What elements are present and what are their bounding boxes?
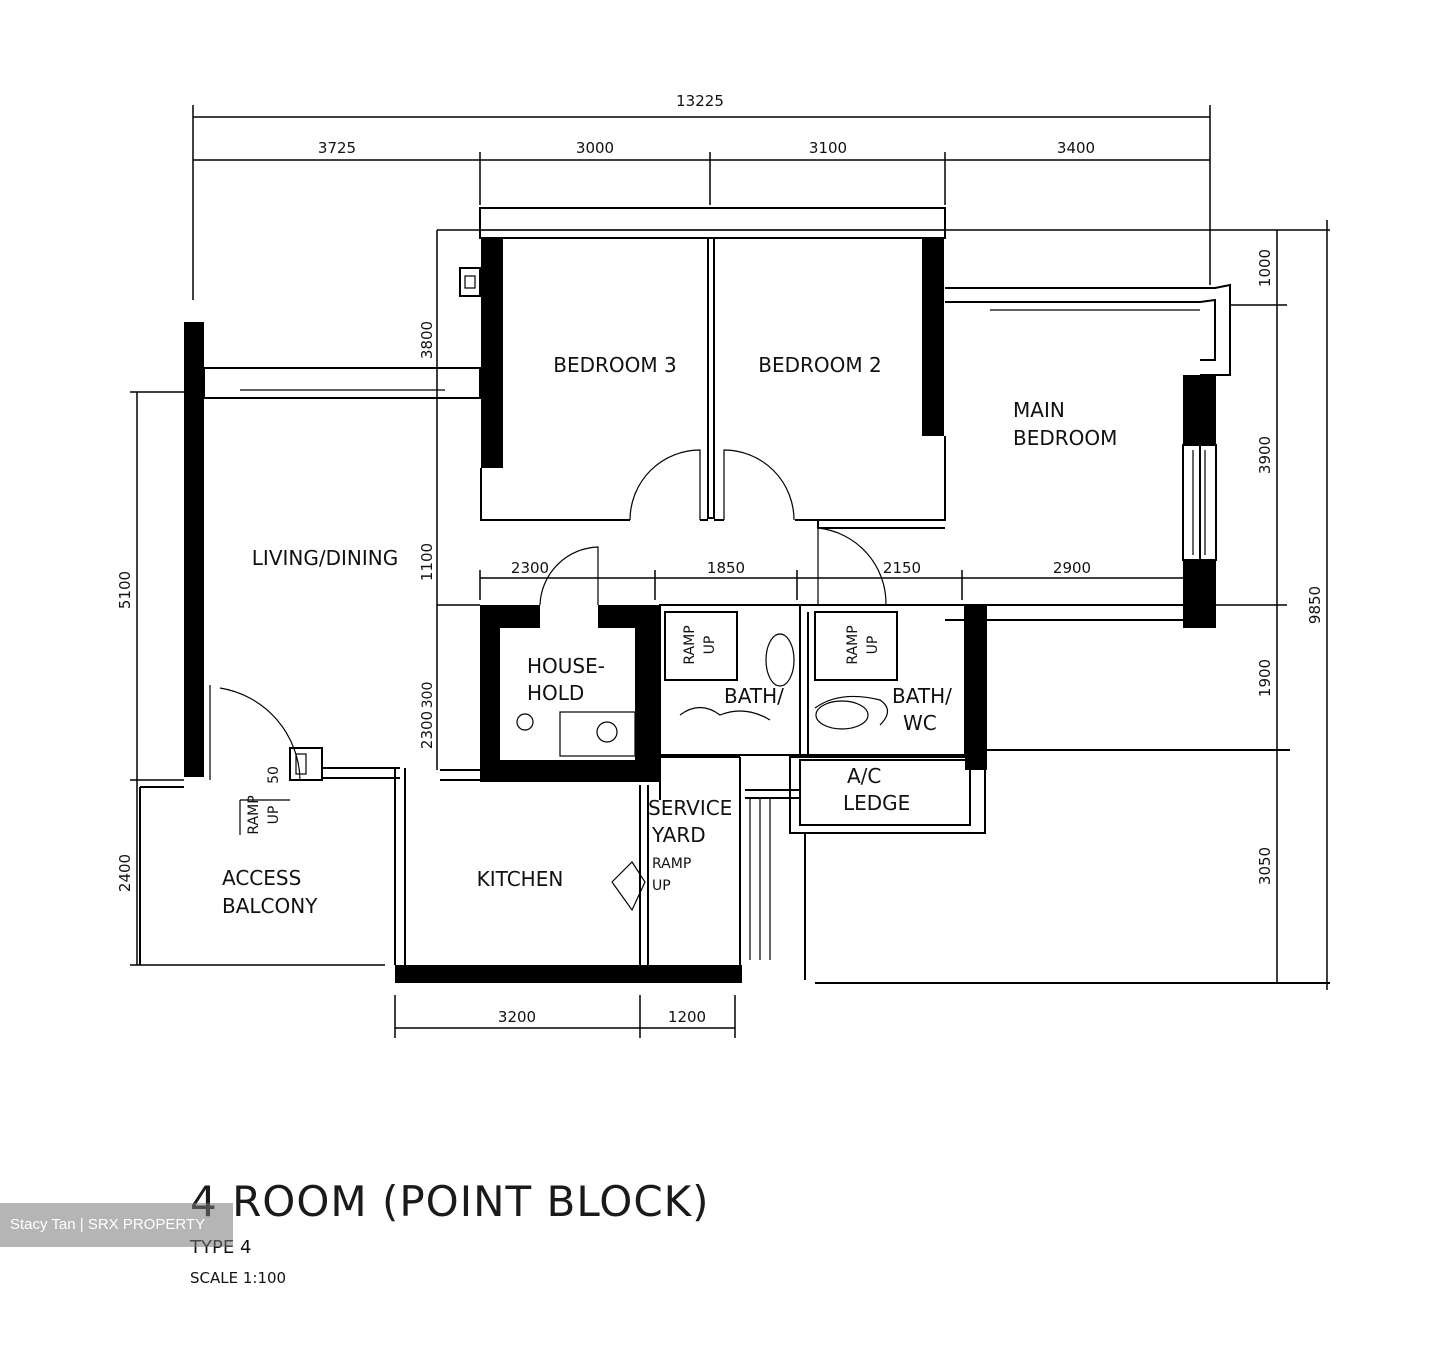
room-labels: BEDROOM 3 BEDROOM 2 MAIN BEDROOM LIVING/… (222, 353, 1117, 918)
right-dimensions: 1000 3900 1900 3050 9850 (1216, 220, 1328, 990)
dim-misc-1: 300 (420, 682, 436, 709)
dim-inner-2: 1100 (418, 543, 436, 581)
bottom-dimensions: 3200 1200 (394, 995, 736, 1038)
label-ramp-bath-1a: RAMP (682, 625, 698, 664)
label-household-2: HOLD (527, 681, 584, 705)
label-service-2: YARD (651, 823, 706, 847)
label-service-1: SERVICE (648, 796, 732, 820)
dim-right-2: 3900 (1256, 436, 1274, 474)
label-ramp-service-1: RAMP (652, 856, 691, 872)
label-ramp-bath-1b: UP (702, 636, 718, 655)
label-main-bedroom-2: BEDROOM (1013, 426, 1117, 450)
plan-title: 4 ROOM (POINT BLOCK) (190, 1177, 710, 1226)
label-main-bedroom-1: MAIN (1013, 398, 1065, 422)
label-ramp-bath-2b: UP (865, 636, 881, 655)
dim-top-total: 13225 (676, 92, 724, 110)
label-living-dining: LIVING/DINING (252, 546, 398, 570)
dim-misc-2: 50 (266, 766, 282, 784)
dim-right-4: 3050 (1256, 847, 1274, 885)
bedrooms-walls (437, 207, 1330, 521)
label-ramp-access-1: RAMP (246, 795, 262, 834)
label-access-2: BALCONY (222, 894, 318, 918)
label-bedroom-3: BEDROOM 3 (553, 353, 676, 377)
dim-mid-4: 2900 (1053, 559, 1091, 577)
label-ac-ledge-1: A/C (847, 764, 881, 788)
dim-inner-1: 3800 (418, 321, 436, 359)
dim-bottom-2: 1200 (668, 1008, 706, 1026)
access-balcony (139, 786, 290, 965)
label-bath-1: BATH/ (724, 684, 784, 708)
dim-top-3: 3100 (809, 139, 847, 157)
label-ramp-access-2: UP (266, 806, 282, 825)
label-household-1: HOUSE- (527, 654, 605, 678)
dim-top-4: 3400 (1057, 139, 1095, 157)
watermark: Stacy Tan | SRX PROPERTY (0, 1203, 233, 1247)
dim-right-total: 9850 (1306, 586, 1324, 624)
label-kitchen: KITCHEN (477, 867, 564, 891)
ac-ledge (739, 756, 986, 980)
label-wc: WC (903, 711, 937, 735)
dim-right-1: 1000 (1256, 249, 1274, 287)
dim-left-1: 5100 (116, 571, 134, 609)
dim-mid-2: 1850 (707, 559, 745, 577)
bathrooms (659, 604, 1290, 770)
top-dimensions: 13225 3725 3000 3100 3400 (192, 92, 1211, 300)
dim-left-2: 2400 (116, 854, 134, 892)
dim-mid-3: 2150 (883, 559, 921, 577)
main-bedroom-walls (817, 283, 1231, 628)
mid-dimensions: 2300 1850 2150 2900 (437, 559, 1183, 606)
label-access-1: ACCESS (222, 866, 301, 890)
label-ac-ledge-2: LEDGE (843, 791, 910, 815)
dim-top-2: 3000 (576, 139, 614, 157)
household-shelter (480, 546, 660, 782)
label-bedroom-2: BEDROOM 2 (758, 353, 881, 377)
title-block: 4 ROOM (POINT BLOCK) TYPE 4 SCALE 1:100 (189, 1177, 710, 1287)
dim-inner-3: 2300 (418, 711, 436, 749)
kitchen-walls (394, 755, 1330, 984)
label-ramp-service-2: UP (652, 878, 671, 894)
dim-mid-1: 2300 (511, 559, 549, 577)
label-bath-2: BATH/ (892, 684, 952, 708)
dim-right-3: 1900 (1256, 659, 1274, 697)
label-ramp-bath-2a: RAMP (845, 625, 861, 664)
dim-top-1: 3725 (318, 139, 356, 157)
dim-bottom-1: 3200 (498, 1008, 536, 1026)
plan-scale: SCALE 1:100 (190, 1269, 286, 1287)
living-walls (184, 230, 481, 781)
left-dimensions: 5100 2400 3800 1100 2300 (116, 321, 436, 966)
